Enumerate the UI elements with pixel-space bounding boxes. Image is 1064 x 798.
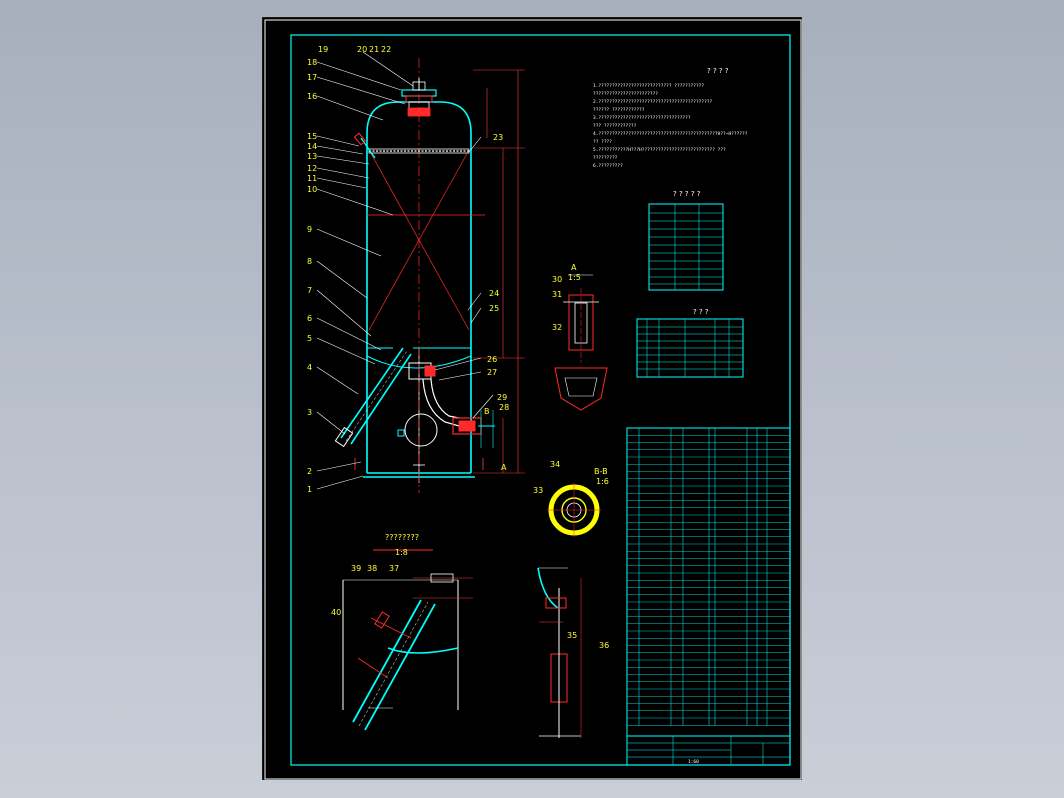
bottom-supports bbox=[354, 458, 484, 470]
note-line: 4.??????????????????????????????????????… bbox=[593, 131, 748, 137]
nozzle-table bbox=[636, 318, 744, 378]
callout-36: 36 bbox=[599, 641, 609, 650]
callout-4: 4 bbox=[307, 363, 312, 372]
drawing-sheet: 1:60 ? ? ? ? 1.?????????????????????????… bbox=[262, 17, 802, 780]
callout-18: 18 bbox=[307, 58, 317, 67]
leader-lines bbox=[316, 51, 494, 490]
note-line: ?????? ???????????? bbox=[593, 107, 645, 113]
table2-title: ? ? ? bbox=[693, 308, 709, 316]
callout-26: 26 bbox=[487, 355, 497, 364]
callout-12: 12 bbox=[307, 164, 317, 173]
distributor-plate bbox=[353, 132, 470, 159]
section-b-label: B-B bbox=[594, 467, 608, 476]
callout-16: 16 bbox=[307, 92, 317, 101]
callout-32: 32 bbox=[552, 323, 562, 332]
callout-39: 39 bbox=[351, 564, 361, 573]
callout-14: 14 bbox=[307, 142, 317, 151]
callout-8: 8 bbox=[307, 257, 312, 266]
callout-37: 37 bbox=[389, 564, 399, 573]
section-a-label: A bbox=[571, 263, 577, 272]
callout-20: 20 bbox=[357, 45, 367, 54]
note-line: 3.?????????????????????????????????? bbox=[593, 115, 691, 121]
callout-3: 3 bbox=[307, 408, 312, 417]
callout-30: 30 bbox=[552, 275, 562, 284]
callout-40: 40 bbox=[331, 608, 341, 617]
callout-24: 24 bbox=[489, 289, 499, 298]
callout-15: 15 bbox=[307, 132, 317, 141]
inclined-inlet-pipe bbox=[334, 347, 412, 448]
callout-34: 34 bbox=[550, 460, 560, 469]
callout-9: 9 bbox=[307, 225, 312, 234]
top-nozzle bbox=[401, 78, 437, 117]
callout-28: 28 bbox=[499, 403, 509, 412]
detail-view-inlet bbox=[342, 549, 473, 731]
detail-view-drain bbox=[537, 567, 582, 738]
section-b-view bbox=[547, 483, 601, 537]
bill-of-materials bbox=[626, 427, 791, 737]
section-a-scale: 1:5 bbox=[568, 273, 581, 282]
centerlines bbox=[367, 58, 485, 493]
callout-31: 31 bbox=[552, 290, 562, 299]
note-line: ??? ???????????? bbox=[593, 123, 637, 129]
callout-22: 22 bbox=[381, 45, 391, 54]
callout-17: 17 bbox=[307, 73, 317, 82]
note-line: 5.???????????H???H??????????????????????… bbox=[593, 147, 726, 153]
callout-1: 1 bbox=[307, 485, 312, 494]
section-b-marker: B bbox=[484, 407, 490, 416]
note-line: 1.??????????????????????????? ??????????… bbox=[593, 83, 704, 89]
callout-11: 11 bbox=[307, 174, 317, 183]
callout-6: 6 bbox=[307, 314, 312, 323]
callout-2: 2 bbox=[307, 467, 312, 476]
callout-33: 33 bbox=[533, 486, 543, 495]
notes-title: ? ? ? ? bbox=[707, 67, 729, 75]
technical-notes: 1.??????????????????????????? ??????????… bbox=[593, 83, 748, 169]
dimension-lines bbox=[473, 69, 525, 474]
callout-13: 13 bbox=[307, 152, 317, 161]
callout-7: 7 bbox=[307, 286, 312, 295]
drawing-frame bbox=[290, 34, 791, 766]
note-line: 2.??????????????????????????????????????… bbox=[593, 99, 712, 105]
section-b-scale: 1:6 bbox=[596, 477, 609, 486]
section-a-marker: A bbox=[501, 463, 507, 472]
callout-19: 19 bbox=[318, 45, 328, 54]
side-nozzle-top bbox=[360, 137, 376, 159]
callout-23: 23 bbox=[493, 133, 503, 142]
callout-29: 29 bbox=[497, 393, 507, 402]
detail-title: ???????? bbox=[385, 533, 419, 542]
section-a-view bbox=[554, 274, 608, 411]
detail-scale: 1:8 bbox=[395, 548, 408, 557]
callout-35: 35 bbox=[567, 631, 577, 640]
note-line: ????????? bbox=[593, 155, 618, 161]
title-block: 1:60 bbox=[626, 735, 791, 766]
lower-internals bbox=[397, 362, 495, 448]
callout-25: 25 bbox=[489, 304, 499, 313]
outer-border bbox=[264, 19, 802, 780]
note-line: 6.????????? bbox=[593, 163, 623, 169]
table1-title: ? ? ? ? ? bbox=[673, 190, 701, 198]
note-line: ?? ???? bbox=[593, 139, 612, 145]
callout-5: 5 bbox=[307, 334, 312, 343]
sheet-scale: 1:60 bbox=[688, 759, 699, 765]
callout-38: 38 bbox=[367, 564, 377, 573]
diagonal-brace-2 bbox=[368, 149, 470, 331]
design-parameter-table bbox=[648, 203, 724, 291]
callout-10: 10 bbox=[307, 185, 317, 194]
cone-bottom bbox=[366, 355, 472, 369]
note-line: ???????????????????????? bbox=[593, 91, 658, 97]
drawing-canvas: 1:60 ? ? ? ? 1.?????????????????????????… bbox=[264, 19, 802, 780]
callout-21: 21 bbox=[369, 45, 379, 54]
callout-27: 27 bbox=[487, 368, 497, 377]
